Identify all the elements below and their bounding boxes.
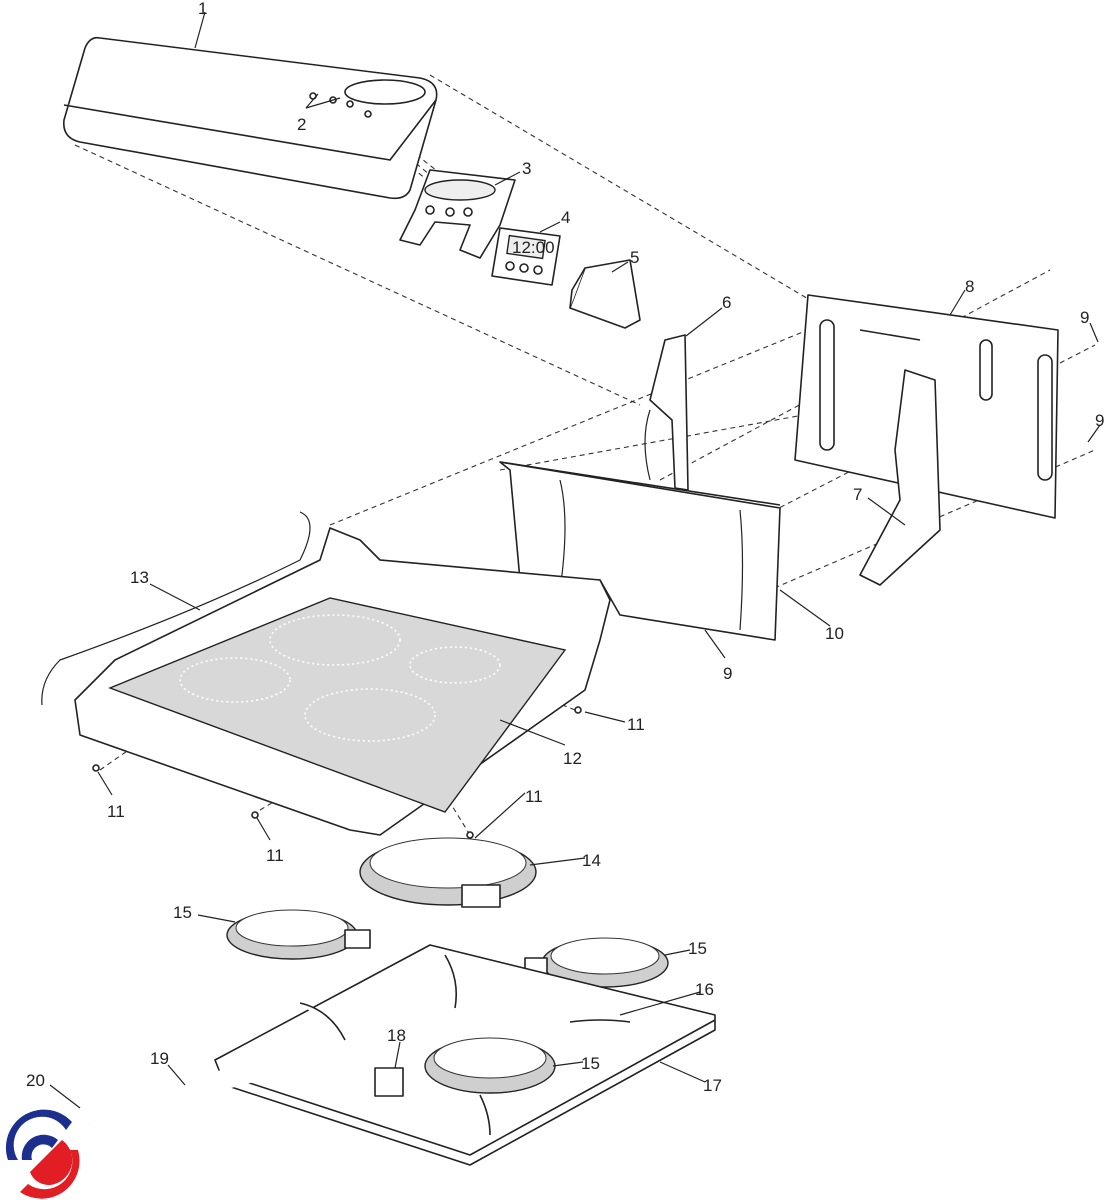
callout-10: 10 bbox=[825, 624, 844, 643]
callout-11: 11 bbox=[107, 802, 125, 821]
callout-4: 4 bbox=[561, 208, 570, 227]
callout-19: 19 bbox=[150, 1049, 169, 1068]
callout-14: 14 bbox=[582, 851, 601, 870]
callout-11: 11 bbox=[627, 715, 645, 734]
part-cover-box bbox=[569, 259, 641, 329]
part-large-element bbox=[359, 837, 537, 908]
timer-display: 12:00 bbox=[512, 238, 555, 257]
callout-1: 1 bbox=[198, 0, 207, 18]
part-element-center bbox=[424, 1037, 556, 1094]
part-backguard-support bbox=[499, 461, 781, 641]
callout-11: 11 bbox=[525, 787, 543, 806]
callout-5: 5 bbox=[630, 248, 639, 267]
callout-6: 6 bbox=[722, 293, 731, 312]
part-frame-screws bbox=[92, 706, 582, 839]
part-control-panel-cover bbox=[63, 36, 438, 200]
callout-2: 2 bbox=[297, 115, 306, 134]
part-control-bracket bbox=[399, 169, 516, 259]
callout-12: 12 bbox=[563, 749, 582, 768]
callout-9: 9 bbox=[723, 664, 732, 683]
callout-9: 9 bbox=[1095, 411, 1104, 430]
part-gasket bbox=[41, 511, 311, 706]
part-cooktop-frame bbox=[74, 527, 611, 836]
part-element-left bbox=[226, 909, 371, 960]
callout-7: 7 bbox=[853, 485, 862, 504]
callout-11: 11 bbox=[266, 846, 284, 865]
callout-8: 8 bbox=[965, 277, 974, 296]
part-side-bracket-left bbox=[644, 334, 689, 491]
callout-15: 15 bbox=[688, 939, 707, 958]
callout-18: 18 bbox=[387, 1026, 406, 1045]
callout-20: 20 bbox=[26, 1071, 45, 1090]
part-limit-switch bbox=[374, 1067, 404, 1097]
part-element-right bbox=[524, 937, 669, 988]
callout-labels: 1 2 3 4 5 6 7 8 9 9 9 10 11 11 11 11 12 … bbox=[26, 0, 1104, 1095]
glass-cooktop bbox=[108, 597, 567, 813]
part-side-bracket-right bbox=[859, 369, 941, 586]
callout-15: 15 bbox=[173, 903, 192, 922]
conduit-inner bbox=[89, 1065, 301, 1130]
part-timer: 12:00 bbox=[491, 227, 561, 286]
brand-logo bbox=[1, 1109, 89, 1199]
callout-16: 16 bbox=[695, 980, 714, 999]
callout-17: 17 bbox=[703, 1076, 722, 1095]
leader-lines bbox=[49, 11, 1101, 1109]
callout-3: 3 bbox=[522, 159, 531, 178]
callout-15: 15 bbox=[581, 1054, 600, 1073]
callout-9: 9 bbox=[1080, 308, 1089, 327]
callout-13: 13 bbox=[130, 568, 149, 587]
